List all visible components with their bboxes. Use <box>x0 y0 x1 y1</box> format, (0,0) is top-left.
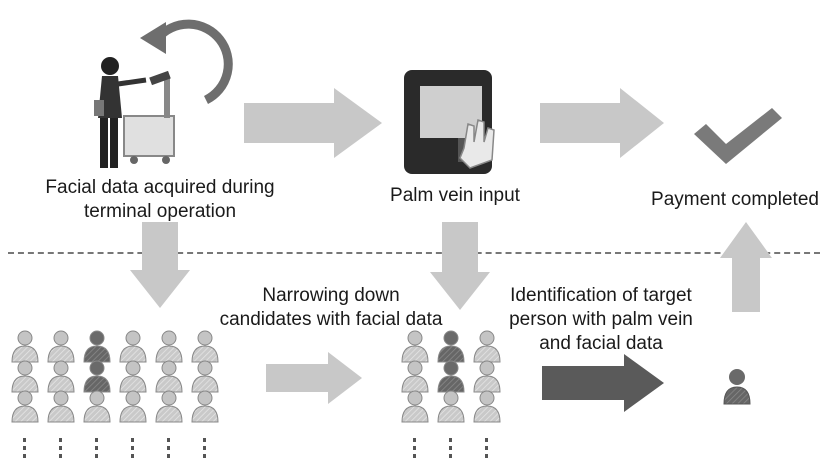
ellipsis-dot <box>23 446 26 450</box>
ellipsis-dot <box>413 454 416 458</box>
ellipsis-dot <box>203 446 206 450</box>
ellipsis-dot <box>131 438 134 442</box>
palm-vein-scanner-illustration <box>404 70 495 174</box>
person-icon <box>191 390 219 423</box>
candidate-crowd-narrowed <box>401 330 501 458</box>
person-icon <box>155 390 183 423</box>
person-icon <box>11 360 39 393</box>
person-icon <box>473 360 501 393</box>
person-icon <box>47 390 75 423</box>
ellipsis-dot <box>485 446 488 450</box>
ellipsis-dot <box>131 446 134 450</box>
person-icon <box>11 330 39 363</box>
shopper-terminal-illustration <box>94 19 233 168</box>
ellipsis-dot <box>449 438 452 442</box>
ellipsis-dot <box>449 454 452 458</box>
arrow-up-icon <box>720 222 772 312</box>
person-icon <box>11 390 39 423</box>
step-payment-label: Payment completed <box>651 189 819 210</box>
person-icon <box>473 390 501 423</box>
arrow-right-icon <box>540 88 664 158</box>
step-identify-line1: Identification of target <box>510 285 692 306</box>
ellipsis-dot <box>203 454 206 458</box>
person-icon <box>47 330 75 363</box>
check-icon <box>694 108 782 164</box>
person-icon <box>437 330 465 363</box>
ellipsis-dot <box>23 454 26 458</box>
person-icon <box>119 360 147 393</box>
person-icon <box>83 330 111 363</box>
person-icon <box>437 360 465 393</box>
ellipsis-dot <box>95 438 98 442</box>
person-icon <box>119 330 147 363</box>
candidate-crowd-large <box>11 330 219 458</box>
step-facial-line2: terminal operation <box>83 201 237 222</box>
ellipsis-dot <box>167 454 170 458</box>
identified-person-icon <box>723 369 751 405</box>
ellipsis-dot <box>59 454 62 458</box>
person-icon <box>401 390 429 423</box>
person-icon <box>191 330 219 363</box>
ellipsis-dot <box>95 454 98 458</box>
arrow-right-dark-icon <box>542 354 664 412</box>
step-identify-line2: person with palm vein <box>509 309 693 330</box>
arrow-right-icon <box>244 88 382 158</box>
person-icon <box>119 390 147 423</box>
ellipsis-dot <box>485 454 488 458</box>
ellipsis-dot <box>131 454 134 458</box>
person-icon <box>437 390 465 423</box>
ellipsis-dot <box>449 446 452 450</box>
person-icon <box>47 360 75 393</box>
ellipsis-dot <box>413 438 416 442</box>
step-facial-line1: Facial data acquired during <box>45 177 275 198</box>
ellipsis-dot <box>485 438 488 442</box>
step-narrow-line2: candidates with facial data <box>219 309 443 330</box>
arrow-down-icon <box>430 222 490 310</box>
ellipsis-dot <box>167 446 170 450</box>
step-narrow-line1: Narrowing down <box>262 285 400 306</box>
ellipsis-dot <box>95 446 98 450</box>
step-palm-label: Palm vein input <box>390 185 520 206</box>
ellipsis-dot <box>23 438 26 442</box>
step-identify-label: Identification of target person with pal… <box>486 284 716 356</box>
ellipsis-dot <box>59 446 62 450</box>
ellipsis-dot <box>413 446 416 450</box>
person-icon <box>155 360 183 393</box>
arrow-down-icon <box>130 222 190 308</box>
step-narrow-label: Narrowing down candidates with facial da… <box>216 284 446 332</box>
person-icon <box>191 360 219 393</box>
person-icon <box>155 330 183 363</box>
step-facial-label: Facial data acquired during terminal ope… <box>20 176 300 224</box>
arrow-right-icon <box>266 352 362 404</box>
person-icon <box>473 330 501 363</box>
step-identify-line3: and facial data <box>539 333 663 354</box>
person-icon <box>401 360 429 393</box>
ellipsis-dot <box>167 438 170 442</box>
ellipsis-dot <box>203 438 206 442</box>
person-icon <box>401 330 429 363</box>
ellipsis-dot <box>59 438 62 442</box>
person-icon <box>83 360 111 393</box>
person-icon <box>83 390 111 423</box>
section-divider <box>8 252 820 254</box>
